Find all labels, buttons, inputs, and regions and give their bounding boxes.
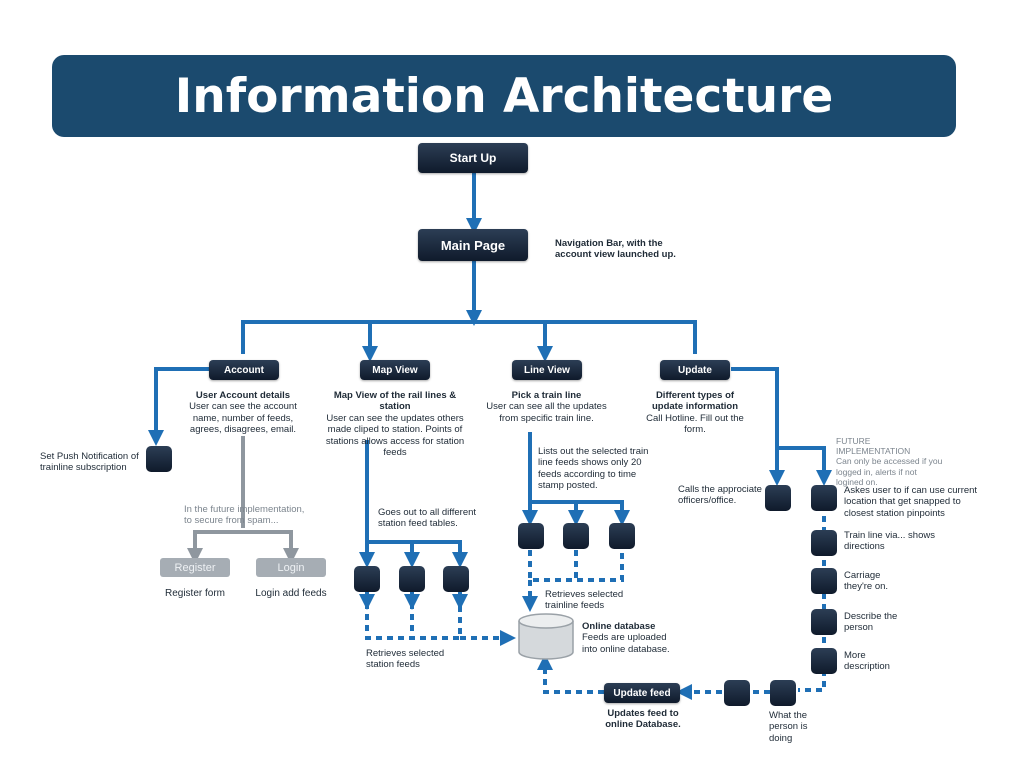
push-notification-note: Set Push Notification of trainline subsc… bbox=[40, 451, 139, 474]
calls-note: Calls the approciate officers/office. bbox=[678, 484, 762, 507]
branch-bar bbox=[241, 320, 697, 354]
station-feed-node bbox=[354, 566, 380, 592]
describe-node bbox=[811, 609, 837, 635]
navigation-bar-note: Navigation Bar, with the account view la… bbox=[555, 238, 676, 261]
update-branch bbox=[731, 367, 785, 486]
station-feed-node bbox=[399, 566, 425, 592]
what-doing-note: What the person is doing bbox=[769, 710, 808, 744]
register-form-label: Register form bbox=[164, 588, 225, 599]
train-line-node bbox=[811, 530, 837, 556]
retrieve-station-note: Retrieves selected station feeds bbox=[366, 648, 445, 671]
station-feed-node bbox=[443, 566, 469, 592]
more-description-node bbox=[811, 648, 837, 674]
update-feed-node: Update feed bbox=[604, 683, 680, 703]
more-description-note: More description bbox=[844, 650, 890, 673]
train-line-note: Train line via... shows directions bbox=[844, 530, 935, 553]
account-node: Account bbox=[209, 360, 279, 380]
trainline-feed-node bbox=[518, 523, 544, 549]
carriage-note: Carriage they're on. bbox=[844, 570, 889, 593]
feed-step-node bbox=[724, 680, 750, 706]
login-button: Login bbox=[256, 558, 326, 577]
update-node: Update bbox=[660, 360, 730, 380]
login-feeds-label: Login add feeds bbox=[255, 588, 327, 599]
page-title: Information Architecture bbox=[174, 68, 834, 124]
trainline-feed-node bbox=[563, 523, 589, 549]
start-up-node: Start Up bbox=[418, 143, 528, 173]
location-node bbox=[811, 485, 837, 511]
retrieve-trainline-note: Retrieves selected trainline feeds bbox=[545, 589, 624, 612]
register-button: Register bbox=[160, 558, 230, 577]
future-branch bbox=[777, 446, 832, 486]
main-page-node: Main Page bbox=[418, 229, 528, 261]
call-hotline-node bbox=[765, 485, 791, 511]
title-banner: Information Architecture bbox=[52, 55, 956, 137]
database-cylinder-icon bbox=[518, 613, 574, 660]
askes-note: Askes user to if can use current locatio… bbox=[844, 485, 978, 519]
future-secure-note: In the future implementation, to secure … bbox=[184, 504, 305, 527]
line-list-note: Lists out the selected train line feeds … bbox=[538, 446, 649, 492]
carriage-node bbox=[811, 568, 837, 594]
updates-feed-note: Updates feed to online Database. bbox=[605, 708, 681, 731]
line-view-node: Line View bbox=[512, 360, 582, 380]
push-notification-node bbox=[146, 446, 172, 472]
describe-note: Describe the person bbox=[844, 611, 898, 634]
trainline-feed-node bbox=[609, 523, 635, 549]
update-feed-loop bbox=[798, 505, 826, 692]
what-doing-node bbox=[770, 680, 796, 706]
station-tables-note: Goes out to all different station feed t… bbox=[378, 507, 477, 530]
retrieve-trainline-loop bbox=[528, 550, 624, 582]
arrow-push-notification bbox=[148, 367, 209, 446]
map-view-node: Map View bbox=[360, 360, 430, 380]
